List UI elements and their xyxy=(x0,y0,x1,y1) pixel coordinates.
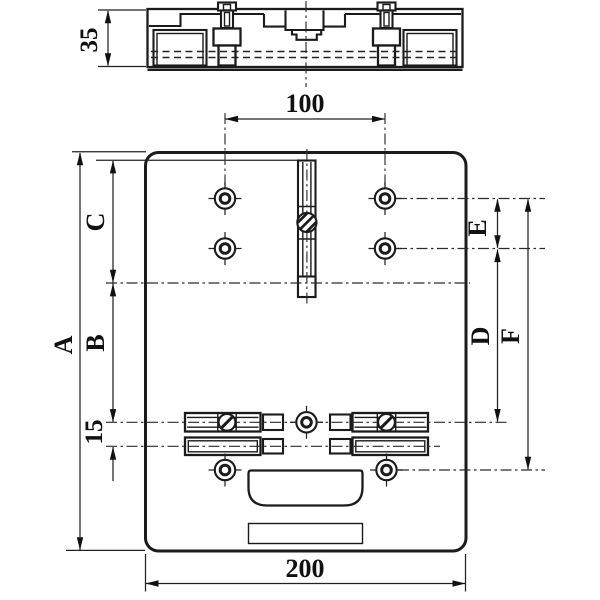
dim-D-label: D xyxy=(466,327,495,346)
profile-center-block xyxy=(284,10,325,32)
dim-C-label: C xyxy=(81,213,110,232)
dim-E: E xyxy=(463,198,501,249)
dim-D: D xyxy=(466,249,501,422)
front-view: 100 A C B 15 xyxy=(49,89,545,592)
nameplate-window xyxy=(247,522,364,545)
dim-E-label: E xyxy=(463,219,492,236)
dim-B-label: B xyxy=(81,334,110,351)
profile-center-tab xyxy=(290,30,323,41)
dim-C: C xyxy=(81,160,117,283)
profile-rail-notches xyxy=(262,14,347,28)
dim-200-label: 200 xyxy=(286,554,325,583)
dim-100: 100 xyxy=(225,89,385,123)
terminal-screw-left xyxy=(217,412,237,433)
profile-hidden-lines xyxy=(151,50,459,59)
dim-A: A xyxy=(49,151,146,552)
dim-15: 15 xyxy=(81,420,117,481)
dim-35: 35 xyxy=(76,9,146,68)
handle-recess xyxy=(247,469,364,507)
dim-15-label: 15 xyxy=(81,420,108,445)
terminal-screw-right xyxy=(376,412,397,433)
dim-200: 200 xyxy=(144,554,467,592)
dim-A-label: A xyxy=(49,335,78,354)
dim-B: B xyxy=(81,283,117,423)
top-view: 35 xyxy=(76,1,464,87)
dim-F-label: F xyxy=(496,328,525,344)
dim-F: F xyxy=(496,198,532,470)
dim-100-label: 100 xyxy=(286,89,325,118)
dim-35-label: 35 xyxy=(76,28,103,53)
profile-side-panels xyxy=(152,28,458,67)
